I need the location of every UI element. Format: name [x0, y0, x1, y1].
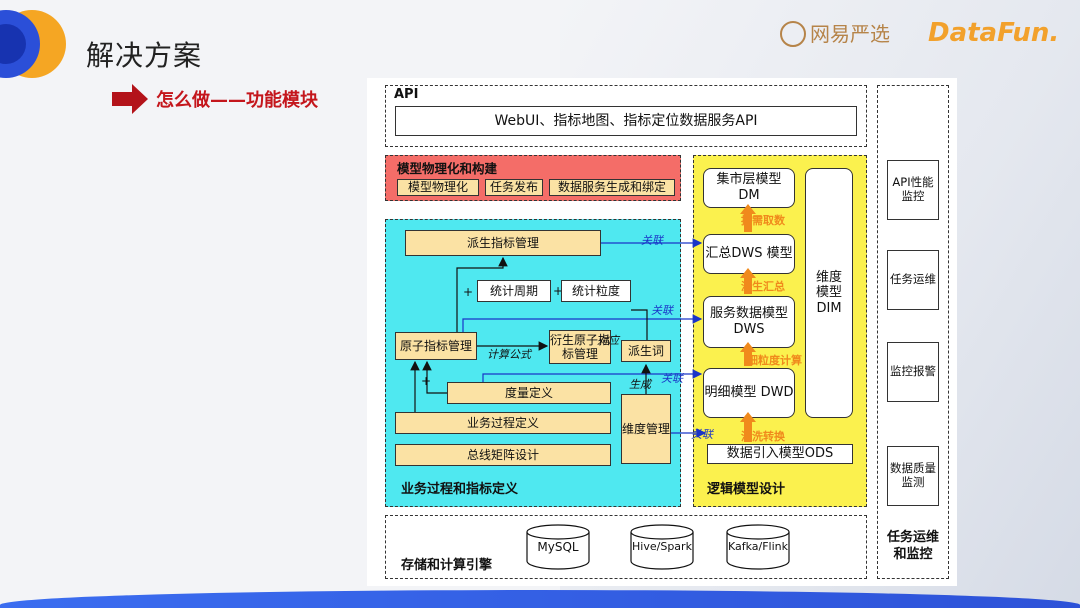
footer-bar — [0, 590, 1080, 608]
engine-mysql: MySQL — [537, 540, 579, 554]
stat-granularity: 统计粒度 — [561, 280, 631, 302]
api-section — [385, 85, 867, 147]
brand-netease-logo: 网易严选 — [780, 18, 890, 49]
diagram-connectors — [410, 204, 756, 442]
link-label: 关联 — [651, 304, 673, 317]
logical-section-label: 逻辑模型设计 — [707, 482, 786, 497]
logo-dots-icon — [0, 10, 66, 78]
brand-netease-text: 网易严选 — [810, 22, 890, 46]
physical-header: 模型物理化和构建 — [397, 161, 498, 176]
api-header: API — [394, 87, 419, 102]
plus-sign: + — [421, 374, 432, 388]
ops-alert: 监控报警 — [887, 342, 939, 402]
business-section-label: 业务过程和指标定义 — [401, 482, 519, 497]
database-icon — [630, 524, 694, 570]
architecture-diagram: API WebUI、指标地图、指标定位数据服务API 模型物理化和构建 模型物理… — [367, 78, 957, 586]
dim-model: 维度模型DIM — [805, 168, 853, 418]
atomic-metric-mgmt: 原子指标管理 — [395, 332, 477, 360]
physical-item-service-bind: 数据服务生成和绑定 — [549, 179, 675, 196]
derived-atomic-mgmt: 衍生原子指标管理 — [549, 330, 611, 364]
dwd-model: 明细模型 DWD — [703, 368, 795, 418]
engine-hive-spark: Hive/Spark — [632, 540, 692, 553]
netease-ring-icon — [780, 20, 806, 47]
database-icon — [526, 524, 590, 570]
fine-calc-label: 细粒度计算 — [747, 354, 802, 367]
ops-section — [877, 85, 949, 579]
plus-sign: + — [553, 284, 564, 298]
plus-sign: + — [463, 285, 474, 299]
link-label: 关联 — [661, 372, 683, 385]
ops-data-quality: 数据质量监测 — [887, 446, 939, 506]
slide-title: 解决方案 — [86, 39, 203, 72]
bus-matrix-design: 总线矩阵设计 — [395, 444, 611, 466]
slide-subtitle: 怎么做——功能模块 — [156, 90, 318, 111]
dimension-mgmt: 维度管理 — [621, 394, 671, 464]
physical-item-materialize: 模型物理化 — [397, 179, 479, 196]
storage-section-label: 存储和计算引擎 — [401, 558, 493, 573]
derived-word: 派生词 — [621, 340, 671, 362]
api-box: WebUI、指标地图、指标定位数据服务API — [395, 106, 857, 136]
storage-section — [385, 515, 867, 579]
ops-task: 任务运维 — [887, 250, 939, 310]
link-label: 关联 — [641, 234, 663, 247]
formula-label: 计算公式 — [487, 348, 531, 361]
database-icon — [726, 524, 790, 570]
dws-summary-model: 汇总DWS 模型 — [703, 234, 795, 274]
engine-kafka-flink: Kafka/Flink — [727, 540, 789, 553]
dws-service-model: 服务数据模型 DWS — [703, 296, 795, 348]
measure-definition: 度量定义 — [447, 382, 611, 404]
process-definition: 业务过程定义 — [395, 412, 611, 434]
stat-period: 统计周期 — [477, 280, 551, 302]
derived-metric-mgmt: 派生指标管理 — [405, 230, 601, 256]
ops-section-label: 任务运维和监控 — [886, 530, 939, 562]
ods-model: 数据引入模型ODS — [707, 444, 853, 464]
physical-item-publish: 任务发布 — [485, 179, 543, 196]
correspond-label: 对应 — [597, 334, 619, 347]
arrow-right-icon — [112, 84, 148, 114]
ops-api-perf: API性能监控 — [887, 160, 939, 220]
brand-datafun-logo: DataFun. — [928, 18, 1060, 48]
